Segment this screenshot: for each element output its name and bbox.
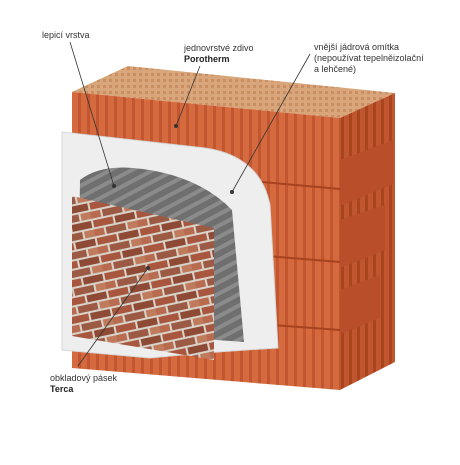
label-plaster: vnější jádrová omítka (nepoužívat tepeln…	[314, 42, 424, 75]
label-facing-text: obkladový pásek	[50, 373, 118, 383]
leader-dot-adhesive	[112, 183, 117, 188]
leader-lines	[69, 41, 311, 367]
label-plaster-line1: vnější jádrová omítka	[314, 42, 400, 52]
leader-dot-plaster	[229, 189, 234, 194]
leader-dot-masonry	[173, 124, 178, 129]
leader-dot-facing	[145, 265, 150, 270]
label-facing-brand: Terca	[50, 384, 74, 394]
facing-brick-strips	[72, 196, 214, 360]
label-adhesive-layer: lepicí vrstva	[42, 30, 90, 41]
label-plaster-line3: a lehčené)	[314, 64, 357, 74]
masonry-course-right-1	[340, 140, 393, 206]
label-masonry-text: jednovrstvé zdivo	[184, 43, 254, 53]
label-adhesive-text: lepicí vrstva	[42, 30, 90, 40]
leader-plaster	[231, 53, 311, 193]
leader-facing	[77, 267, 149, 367]
label-facing-strip: obkladový pásek Terca	[50, 373, 117, 395]
leader-adhesive	[69, 41, 115, 187]
leader-masonry	[175, 65, 201, 127]
label-masonry: jednovrstvé zdivo Porotherm	[184, 43, 254, 65]
label-plaster-line2: (nepoužívat tepelněizolační	[314, 53, 424, 63]
label-masonry-brand: Porotherm	[184, 54, 230, 64]
masonry-course-right-3	[340, 275, 380, 334]
masonry-top	[72, 66, 395, 118]
masonry-course-right-2	[340, 205, 385, 268]
